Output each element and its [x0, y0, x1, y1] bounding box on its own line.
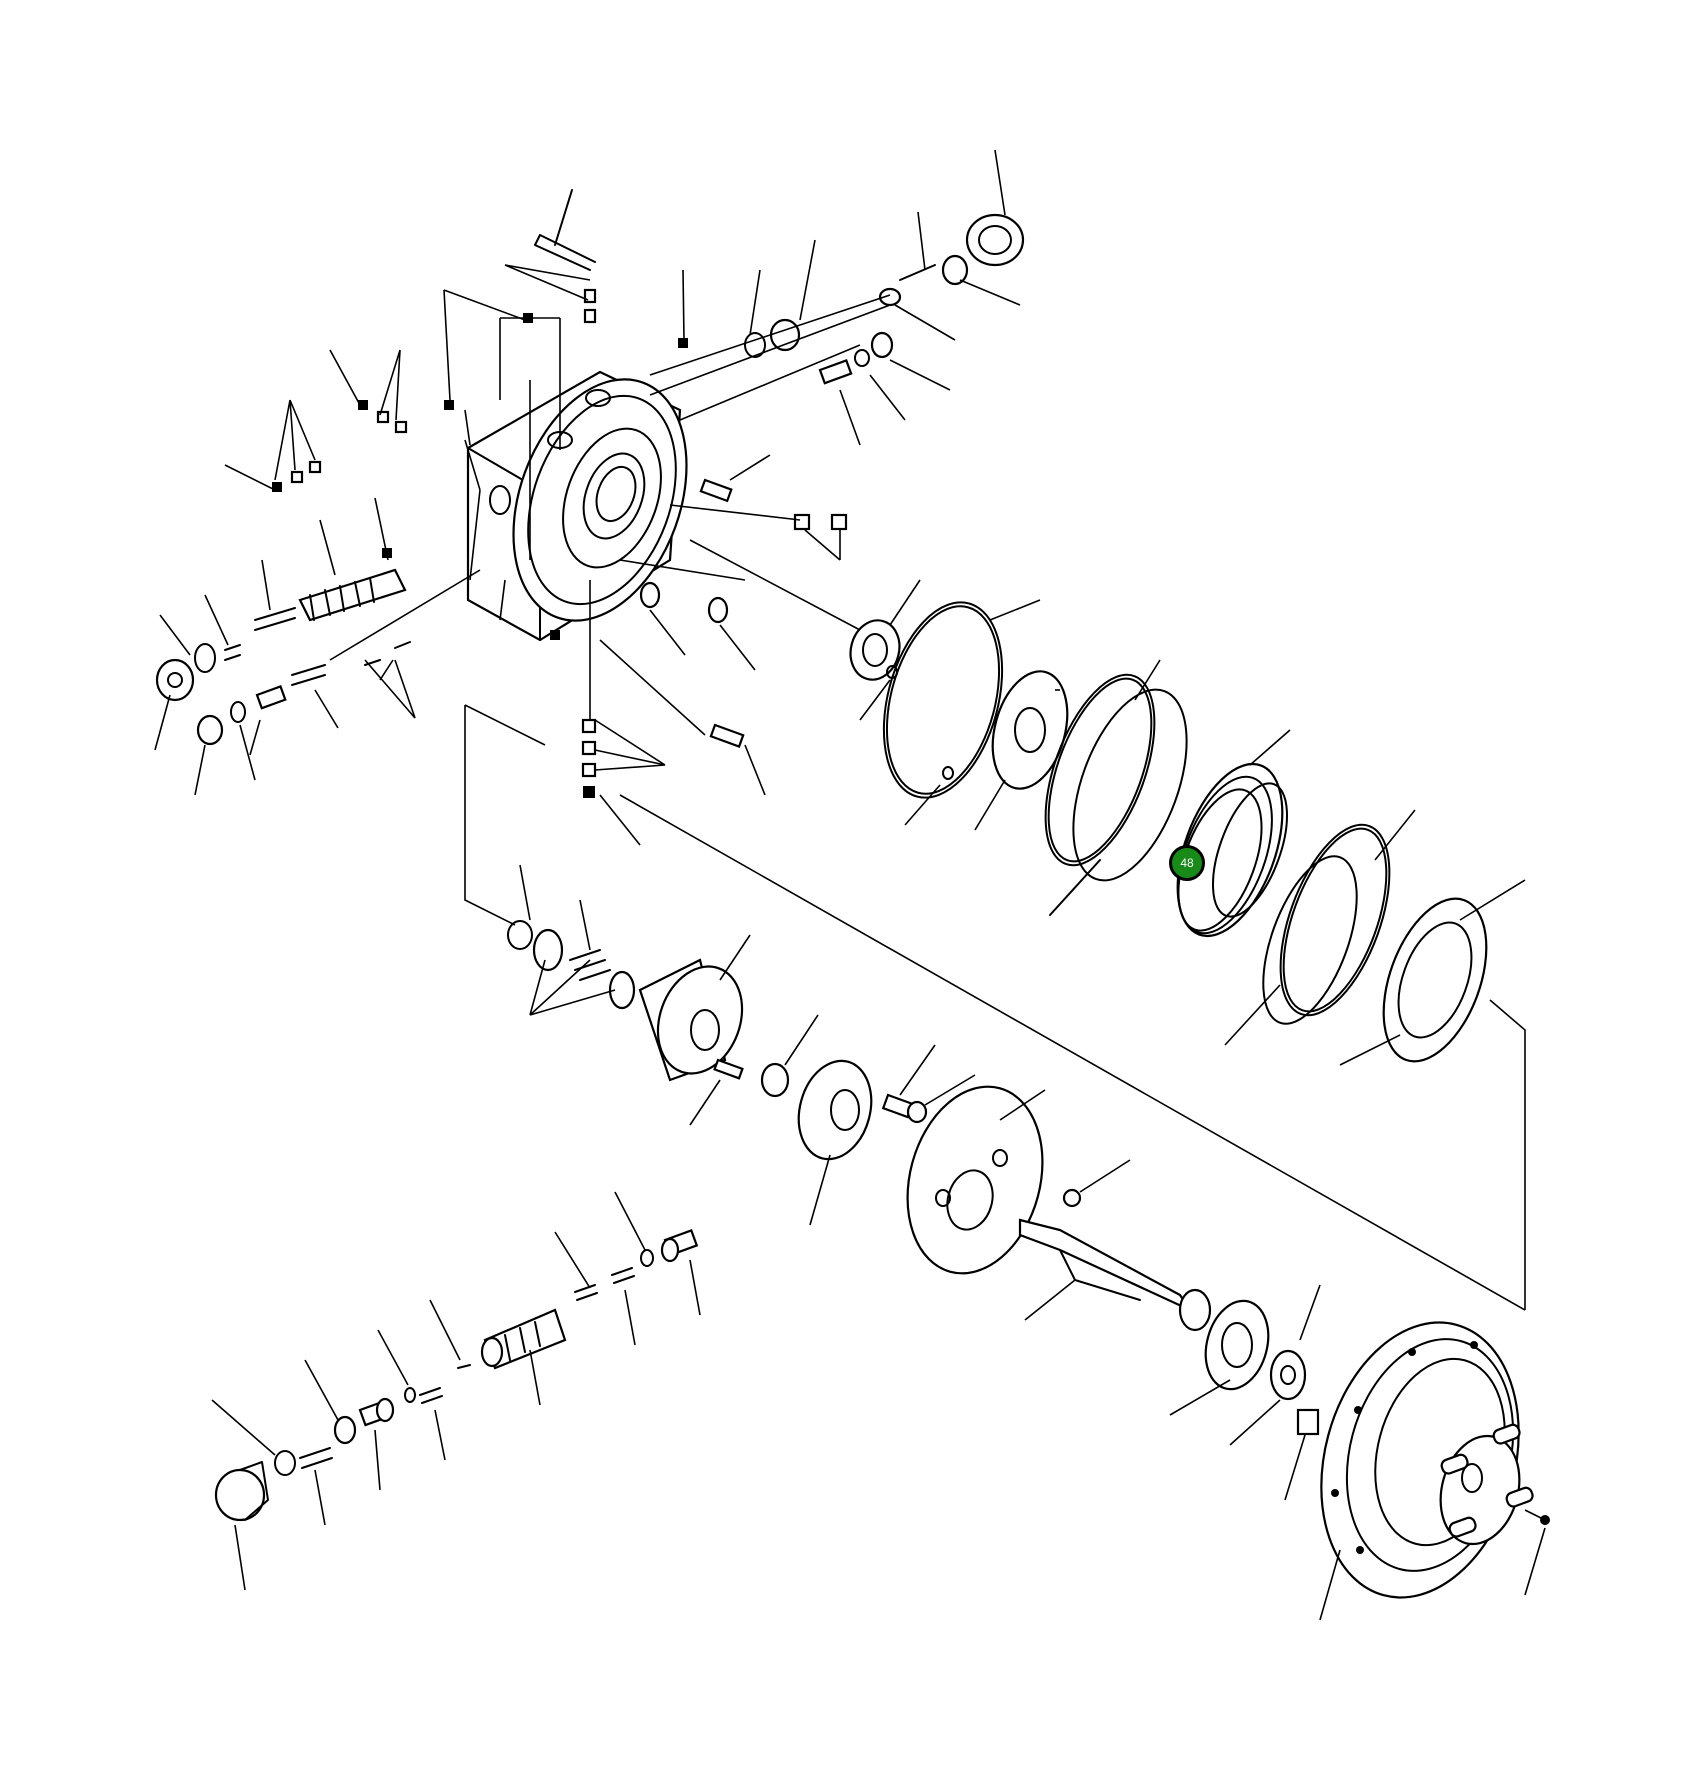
relief-valve-assembly [211, 1191, 701, 1591]
upper-right-parts [581, 149, 1025, 846]
mounting-flange [1319, 1321, 1550, 1621]
upper-left-parts [224, 189, 688, 640]
callout-badge-48[interactable]: 48 [1169, 845, 1205, 881]
valve-housing [466, 370, 688, 642]
seal-and-ring-stack [689, 539, 1526, 1310]
cylinder-block-group [464, 704, 976, 1226]
callout-label: 48 [1180, 856, 1194, 870]
shaft-group [619, 794, 1526, 1501]
left-spool-assembly [154, 439, 506, 796]
